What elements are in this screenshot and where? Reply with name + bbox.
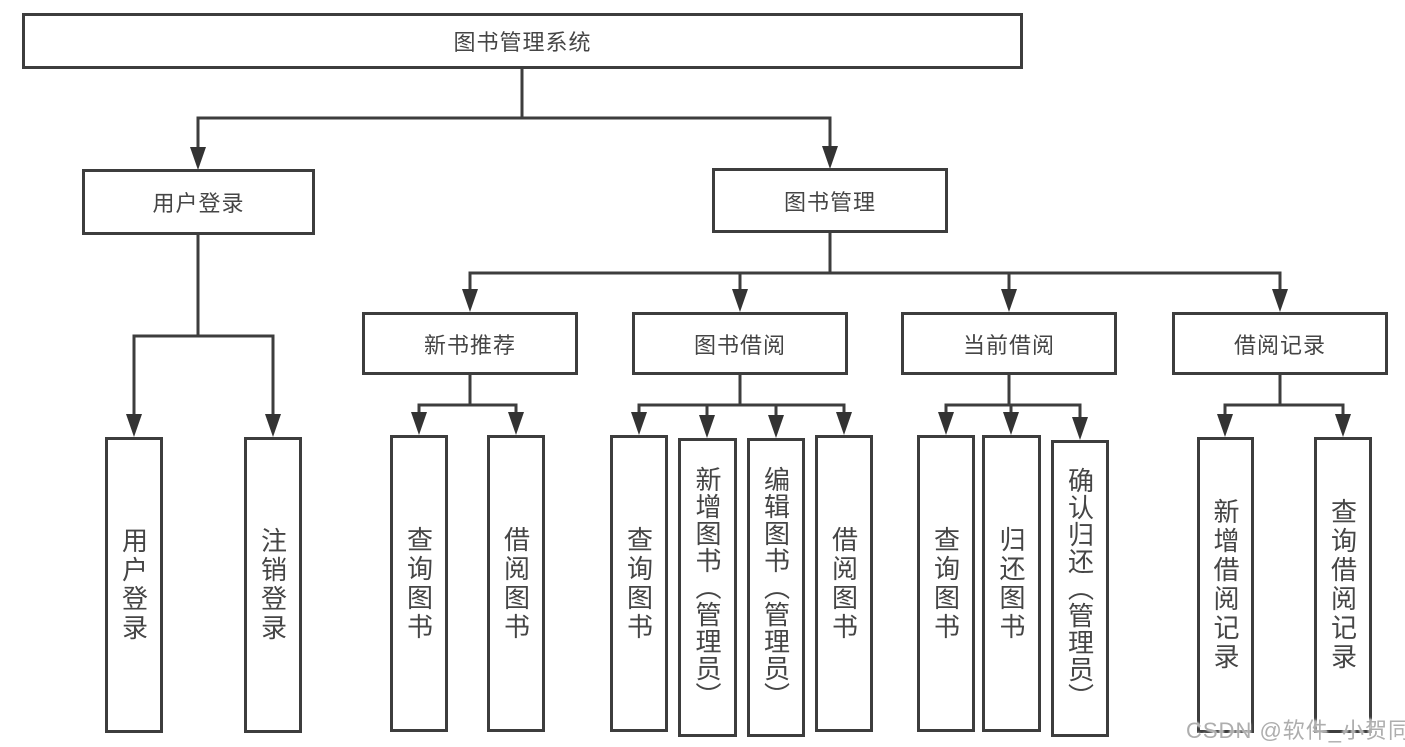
node-book-borrowing: 图书借阅 (632, 312, 848, 375)
leaf-edit-book-admin: 编辑图书（管理员） (747, 438, 805, 737)
node-book-management-label: 图书管理 (783, 189, 876, 215)
arrowheads (126, 146, 1351, 440)
node-new-book-recommendation: 新书推荐 (362, 312, 578, 375)
node-new-book-recommendation-label: 新书推荐 (423, 332, 516, 358)
leaf-return-books: 归还图书 (982, 435, 1041, 732)
node-book-management: 图书管理 (712, 168, 948, 233)
leaf-confirm-return-admin: 确认归还（管理员） (1051, 440, 1109, 737)
leaf-user-login: 用户登录 (105, 437, 163, 733)
watermark: CSDN @软件_小贺同学 (1186, 718, 1405, 743)
leaf-query-books-2-label: 查询图书 (623, 525, 654, 642)
leaf-query-books-3-label: 查询图书 (930, 525, 961, 642)
node-root: 图书管理系统 (22, 13, 1023, 69)
leaf-query-books-1-label: 查询图书 (403, 525, 434, 642)
leaf-user-login-label: 用户登录 (118, 527, 149, 643)
leaf-return-books-label: 归还图书 (996, 525, 1026, 642)
leaf-borrow-books-1-label: 借阅图书 (500, 525, 531, 642)
node-current-borrowing-label: 当前借阅 (962, 332, 1055, 358)
leaf-add-book-admin-label: 新增图书（管理员） (692, 466, 722, 709)
leaf-logout-label: 注销登录 (257, 527, 288, 643)
node-borrowing-records-label: 借阅记录 (1233, 332, 1326, 358)
leaf-query-books-2: 查询图书 (610, 435, 668, 732)
node-user-login: 用户登录 (82, 169, 315, 235)
node-borrowing-records: 借阅记录 (1172, 312, 1388, 375)
leaf-add-borrow-record-label: 新增借阅记录 (1210, 498, 1240, 672)
leaf-query-books-1: 查询图书 (390, 435, 448, 732)
node-user-login-label: 用户登录 (152, 191, 245, 216)
leaf-borrow-books-2: 借阅图书 (815, 435, 873, 732)
node-root-label: 图书管理系统 (453, 30, 592, 55)
leaf-query-books-3: 查询图书 (917, 435, 975, 732)
leaf-logout: 注销登录 (244, 437, 302, 733)
leaf-borrow-books-2-label: 借阅图书 (828, 525, 859, 642)
leaf-confirm-return-admin-label: 确认归还（管理员） (1064, 467, 1095, 710)
node-current-borrowing: 当前借阅 (901, 312, 1117, 375)
leaf-borrow-books-1: 借阅图书 (487, 435, 545, 732)
leaf-add-book-admin: 新增图书（管理员） (678, 438, 737, 737)
leaf-query-borrow-record: 查询借阅记录 (1314, 437, 1372, 733)
leaf-edit-book-admin-label: 编辑图书（管理员） (760, 466, 791, 709)
leaf-add-borrow-record: 新增借阅记录 (1197, 437, 1254, 733)
leaf-query-borrow-record-label: 查询借阅记录 (1327, 498, 1358, 672)
node-book-borrowing-label: 图书借阅 (693, 332, 786, 358)
